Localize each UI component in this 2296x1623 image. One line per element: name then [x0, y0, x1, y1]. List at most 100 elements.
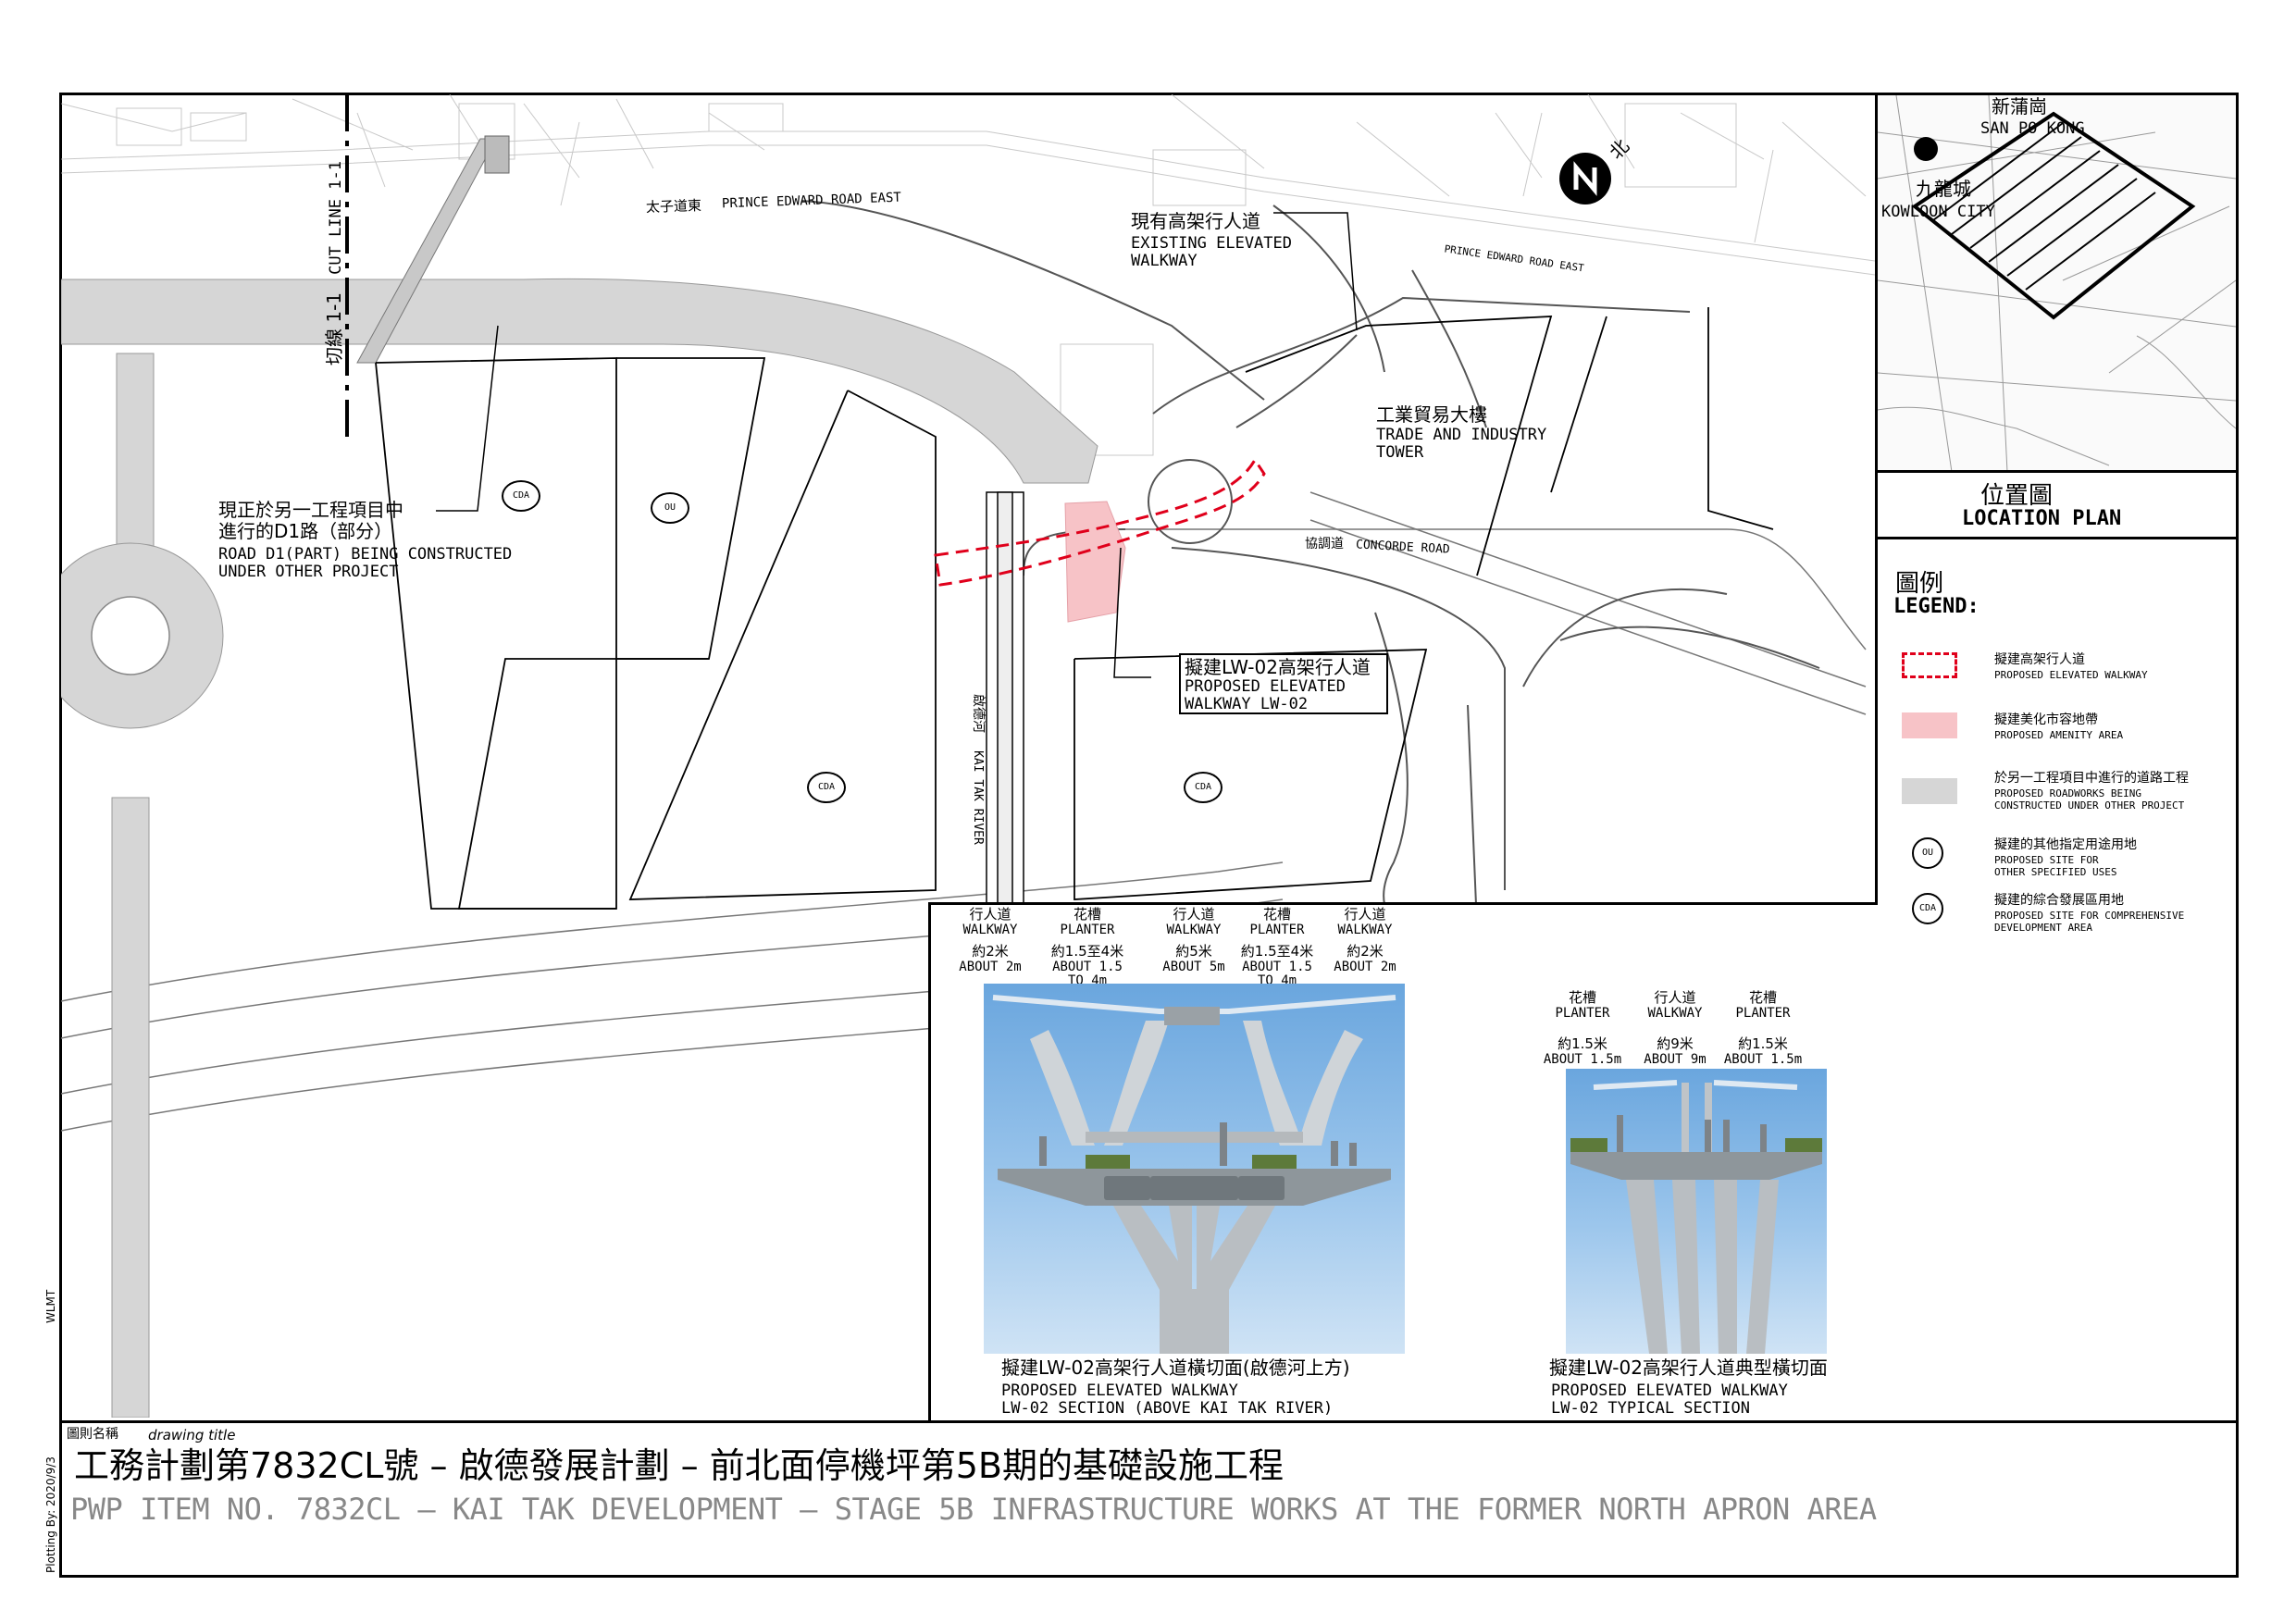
- drawing-code: WLMT: [44, 1289, 57, 1323]
- dim-label-zh: 花槽: [1748, 989, 1777, 1006]
- dim-size-zh: 約1.5至4米: [1050, 943, 1124, 960]
- dim-size-en: ABOUT 5m: [1162, 960, 1225, 974]
- dim-label-zh: 行人道: [1344, 906, 1386, 923]
- zone-marker-cda: CDA: [502, 480, 540, 512]
- dim-size-en: ABOUT 2m: [959, 960, 1022, 974]
- cut-line-label-en: CUT LINE 1-1: [327, 161, 345, 275]
- dim-size-en: ABOUT 1.5m: [1543, 1052, 1622, 1067]
- location-plan-map: [1878, 95, 2236, 472]
- dim-label-en: WALKWAY: [962, 923, 1018, 937]
- legend-label-en: PROPOSED ELEVATED WALKWAY: [1994, 669, 2148, 681]
- river-label-en: KAI TAK RIVER: [971, 750, 985, 845]
- drawing-title-zh: 工務計劃第7832CL號 – 啟德發展計劃 – 前北面停機坪第5B期的基礎設施工…: [74, 1445, 1284, 1486]
- legend-item-roadworks: 於另一工程項目中進行的道路工程 PROPOSED ROADWORKS BEING…: [1897, 771, 2249, 817]
- dim-label-zh: 花槽: [1568, 989, 1596, 1006]
- legend-item-amenity: 擬建美化市容地帶 PROPOSED AMENITY AREA: [1897, 712, 2249, 750]
- legend-item-ou: OU 擬建的其他指定用途用地 PROPOSED SITE FOR OTHER S…: [1897, 837, 2249, 884]
- legend-item-cda: CDA 擬建的綜合發展區用地 PROPOSED SITE FOR COMPREH…: [1897, 893, 2249, 939]
- legend-title-en: LEGEND:: [1893, 595, 1980, 618]
- dim-size-zh: 約5米: [1175, 943, 1212, 960]
- dim-label-zh: 花槽: [1073, 906, 1101, 923]
- legend-item-walkway: 擬建高架行人道 PROPOSED ELEVATED WALKWAY: [1897, 652, 2249, 689]
- title-block-divider: [59, 1420, 2239, 1423]
- kai-tak-river-label: 啟德河 KAI TAK RIVER: [971, 694, 988, 845]
- cut-line-label: 切線 1-1 CUT LINE 1-1: [323, 161, 345, 365]
- dim-size-zh: 約1.5米: [1558, 1035, 1607, 1052]
- drawing-frame: [59, 93, 2239, 1578]
- dim-size-zh: 約1.5米: [1738, 1035, 1788, 1052]
- legend-divider: [1875, 537, 2239, 539]
- drawing-title-en: PWP ITEM NO. 7832CL – KAI TAK DEVELOPMEN…: [70, 1492, 1877, 1527]
- grey-box-icon: [1902, 778, 1957, 804]
- river-section-caption-zh: 擬建LW-02高架行人道橫切面(啟德河上方): [1001, 1357, 1350, 1379]
- river-section-caption-en: PROPOSED ELEVATED WALKWAY LW-02 SECTION …: [1001, 1381, 1334, 1418]
- dim-label-en: PLANTER: [1060, 923, 1115, 937]
- dim-label-zh: 行人道: [1173, 906, 1215, 923]
- typical-section-caption-en: PROPOSED ELEVATED WALKWAY LW-02 TYPICAL …: [1551, 1381, 1788, 1418]
- legend-label-en: PROPOSED ROADWORKS BEING CONSTRUCTED UND…: [1994, 787, 2185, 812]
- river-label-zh: 啟德河: [971, 694, 986, 733]
- plot-date: Plotting By: 2020/9/3: [44, 1456, 57, 1573]
- tower-label-en: TRADE AND INDUSTRY TOWER: [1376, 426, 1547, 462]
- dim-label-en: PLANTER: [1555, 1006, 1610, 1021]
- legend-label-en: PROPOSED SITE FOR OTHER SPECIFIED USES: [1994, 854, 2117, 878]
- zone-marker-ou: OU: [651, 492, 689, 524]
- river-section-illustration: [984, 984, 1405, 1354]
- pink-box-icon: [1902, 712, 1957, 738]
- dim-size-zh: 約2米: [972, 943, 1009, 960]
- location-plan-title-en: LOCATION PLAN: [1962, 507, 2122, 530]
- dim-label-en: PLANTER: [1249, 923, 1305, 937]
- location-plan-divider: [1875, 470, 2239, 473]
- legend-label-zh: 擬建的其他指定用途用地: [1994, 837, 2137, 852]
- existing-walkway-label-en: EXISTING ELEVATED WALKWAY: [1131, 234, 1292, 270]
- tower-label-zh: 工業貿易大樓: [1376, 403, 1487, 426]
- legend-label-zh: 擬建高架行人道: [1994, 652, 2085, 667]
- proposed-walkway-callout: 擬建LW-02高架行人道 PROPOSED ELEVATED WALKWAY L…: [1179, 653, 1388, 714]
- dim-size-en: ABOUT 1.5 TO 4m: [1052, 960, 1123, 988]
- dim-label-zh: 行人道: [969, 906, 1011, 923]
- typical-section-illustration: [1566, 1069, 1827, 1354]
- cda-icon: CDA: [1912, 893, 1943, 924]
- zone-marker-cda: CDA: [807, 772, 846, 803]
- dim-size-zh: 約2米: [1347, 943, 1384, 960]
- dim-label-en: WALKWAY: [1166, 923, 1222, 937]
- location-plan-title-zh: 位置圖: [1980, 482, 2054, 510]
- location-north-icon: [1914, 137, 1938, 161]
- dim-size-en: ABOUT 1.5m: [1723, 1052, 1803, 1067]
- dim-label-zh: 行人道: [1654, 989, 1696, 1006]
- road-d1-label-zh: 現正於另一工程項目中 進行的D1路（部分）: [218, 499, 403, 542]
- drawing-title-label-en: drawing title: [148, 1427, 236, 1443]
- san-po-kong-label-zh: 新蒲崗: [1992, 95, 2047, 118]
- kowloon-city-label-en: KOWLOON CITY: [1881, 203, 1995, 221]
- prince-edward-label-zh: 太子道東: [645, 196, 702, 217]
- red-dashed-box-icon: [1902, 652, 1957, 678]
- cut-line-label-zh: 切線 1-1: [323, 291, 345, 365]
- ou-icon: OU: [1912, 837, 1943, 869]
- dim-size-en: ABOUT 9m: [1644, 1052, 1706, 1067]
- legend-label-zh: 於另一工程項目中進行的道路工程: [1994, 771, 2189, 786]
- concorde-road-label-zh: 協調道: [1305, 537, 1344, 551]
- legend-label-en: PROPOSED AMENITY AREA: [1994, 729, 2124, 741]
- dim-size-zh: 約9米: [1657, 1035, 1694, 1052]
- north-arrow-icon: [1559, 153, 1611, 204]
- existing-walkway-label-zh: 現有高架行人道: [1131, 210, 1260, 232]
- drawing-title-label-zh: 圖則名稱: [67, 1427, 118, 1442]
- zone-marker-cda: CDA: [1184, 772, 1222, 803]
- dim-label-en: PLANTER: [1735, 1006, 1791, 1021]
- typical-section-dims: 花槽 PLANTER 約1.5米 ABOUT 1.5m 行人道 WALKWAY …: [1544, 989, 1823, 1073]
- location-plan-panel: [1875, 93, 1878, 1422]
- san-po-kong-label-en: SAN PO KONG: [1980, 119, 2085, 138]
- legend-label-zh: 擬建的綜合發展區用地: [1994, 893, 2124, 908]
- dim-label-en: WALKWAY: [1647, 1006, 1703, 1021]
- proposed-walkway-label-en: PROPOSED ELEVATED WALKWAY LW-02: [1185, 677, 1346, 713]
- river-section-dims: 行人道 WALKWAY 約2米 ABOUT 2m 花槽 PLANTER 約1.5…: [959, 906, 1416, 988]
- legend-title-zh: 圖例: [1895, 570, 1944, 598]
- legend-label-zh: 擬建美化市容地帶: [1994, 712, 2098, 727]
- legend-label-en: PROPOSED SITE FOR COMPREHENSIVE DEVELOPM…: [1994, 910, 2185, 934]
- dim-label-en: WALKWAY: [1337, 923, 1393, 937]
- proposed-walkway-label-zh: 擬建LW-02高架行人道: [1185, 656, 1371, 678]
- kowloon-city-label-zh: 九龍城: [1916, 178, 1971, 200]
- dim-size-en: ABOUT 2m: [1334, 960, 1396, 974]
- dim-size-zh: 約1.5至4米: [1240, 943, 1314, 960]
- dim-label-zh: 花槽: [1262, 906, 1291, 923]
